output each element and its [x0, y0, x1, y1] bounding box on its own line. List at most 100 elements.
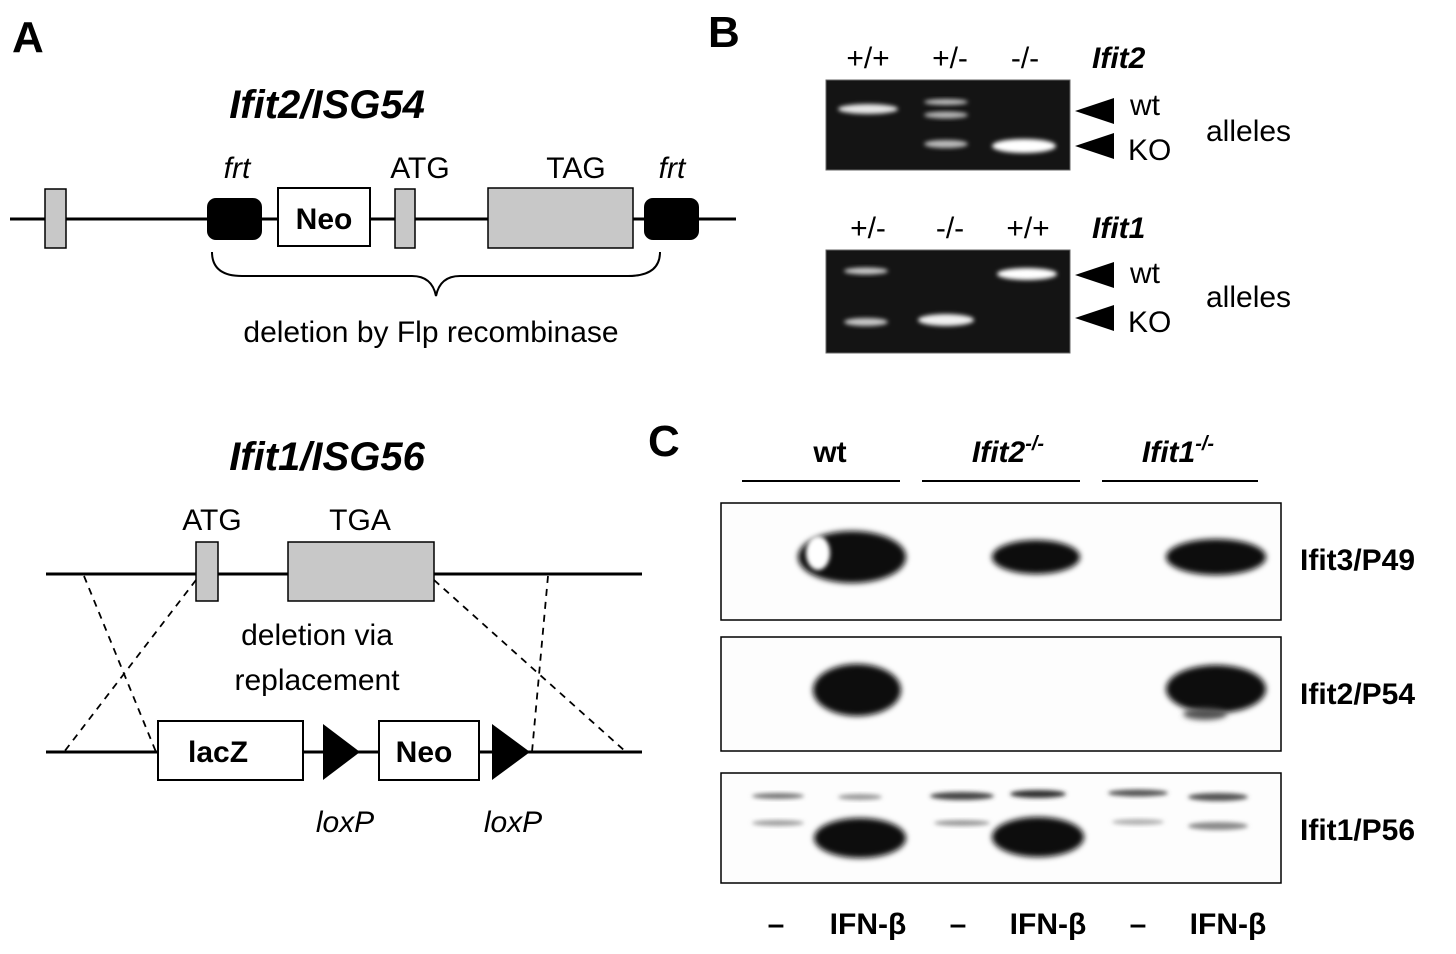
- ifit1-title: Ifit1/ISG56: [229, 435, 425, 479]
- ifit1-neo-label: Neo: [396, 736, 453, 769]
- blot-band: [1112, 819, 1164, 825]
- gel1-wt-arrow: [1075, 98, 1114, 124]
- treatment-labels: – IFN-β – IFN-β – IFN-β: [768, 908, 1267, 941]
- gel-band: [844, 318, 888, 326]
- blot-ifit2: Ifit2/P54: [720, 636, 1415, 752]
- ifit2-construct: Neo frt ATG TAG frt deletion by Flp reco…: [10, 152, 736, 349]
- treatment-label: –: [1130, 908, 1147, 941]
- gel1-lane-label: +/-: [932, 42, 968, 75]
- blot-band: [1166, 665, 1266, 713]
- blot-band: [1188, 793, 1248, 801]
- ifit1-atg-exon: [195, 541, 219, 602]
- blot-band: [934, 820, 990, 826]
- blot-band: [752, 793, 804, 799]
- frt-left-label: frt: [224, 152, 252, 185]
- gel1-lane-label: -/-: [1011, 42, 1039, 75]
- frt-right-box: [644, 198, 699, 240]
- gel-ifit2: +/+ +/- -/- Ifit2 wt KO alleles: [825, 42, 1291, 171]
- lacz-label: lacZ: [188, 736, 248, 769]
- panel-label-c: C: [648, 417, 680, 466]
- ifit2-atg-exon: [394, 188, 416, 249]
- gel-band: [838, 104, 898, 114]
- gel1-ko-label: KO: [1128, 134, 1171, 167]
- ifit2-neo-label: Neo: [296, 203, 353, 236]
- blot2-label: Ifit2/P54: [1300, 678, 1415, 711]
- blot-band: [1188, 822, 1248, 830]
- frt-right-label: frt: [659, 152, 687, 185]
- blot-band: [752, 820, 804, 826]
- gel-band: [992, 139, 1056, 153]
- gel2-gene-label: Ifit1: [1092, 212, 1145, 245]
- ifit2-exon1: [44, 188, 67, 249]
- ifit2-title: Ifit2/ISG54: [229, 83, 425, 127]
- blot-band: [814, 818, 906, 858]
- gel2-ko-label: KO: [1128, 306, 1171, 339]
- blot-band-highlight: [806, 536, 830, 570]
- blot-band: [992, 540, 1080, 574]
- gel2-image: [825, 249, 1071, 354]
- ifit1-deletion-line2: replacement: [234, 664, 400, 697]
- blot-band: [1108, 789, 1168, 797]
- crossover-lines: [63, 575, 627, 753]
- ifit1-neo-box: [378, 720, 480, 781]
- gel-band: [924, 99, 968, 105]
- ifit2-tag-label: TAG: [546, 152, 605, 185]
- gel-band: [997, 268, 1057, 280]
- blot1-label: Ifit3/P49: [1300, 544, 1415, 577]
- gel2-alleles-label: alleles: [1206, 281, 1291, 314]
- gel-band: [844, 267, 888, 275]
- blot-band: [1010, 790, 1066, 798]
- loxp-right-label: loxP: [484, 806, 542, 839]
- blot-ifit1: Ifit1/P56: [720, 772, 1415, 884]
- gel1-lane-label: +/+: [846, 42, 889, 75]
- ifit2-atg-label: ATG: [390, 152, 449, 185]
- gel1-image: [825, 79, 1071, 171]
- treatment-label: IFN-β: [830, 908, 907, 941]
- gel2-lane-label: +/+: [1006, 212, 1049, 245]
- gel2-lane-label: -/-: [936, 212, 964, 245]
- western-group-headers: wt Ifit2-/- Ifit1-/-: [742, 433, 1258, 482]
- group-label-ifit2-ko: Ifit2-/-: [972, 433, 1045, 469]
- ifit2-tag-exon: [487, 187, 634, 249]
- loxp-left-triangle: [323, 724, 360, 780]
- blot-band: [838, 794, 882, 800]
- frt-left-box: [207, 198, 262, 240]
- gel2-lane-label: +/-: [850, 212, 886, 245]
- gel1-wt-label: wt: [1129, 89, 1161, 122]
- gel2-wt-label: wt: [1129, 257, 1161, 290]
- deletion-brace: [211, 251, 661, 297]
- panel-label-b: B: [708, 8, 740, 57]
- group-label-ifit1-ko: Ifit1-/-: [1142, 433, 1215, 469]
- lacz-box: [157, 720, 304, 781]
- blot-ifit3: Ifit3/P49: [720, 502, 1415, 621]
- gel1-ko-arrow: [1075, 133, 1114, 159]
- ifit1-atg-label: ATG: [182, 504, 241, 537]
- gel2-ko-arrow: [1075, 305, 1114, 331]
- blot-band: [1183, 708, 1227, 720]
- ifit1-construct: ATG TGA deletion via replacement lacZ Ne…: [46, 504, 642, 839]
- ifit2-neo-box: [277, 187, 371, 247]
- gel-ifit1: +/- -/- +/+ Ifit1 wt KO alleles: [825, 212, 1291, 354]
- gel-band: [918, 314, 974, 326]
- gel-band: [924, 140, 968, 148]
- blot3-label: Ifit1/P56: [1300, 814, 1415, 847]
- blot-band: [1166, 539, 1266, 575]
- treatment-label: –: [768, 908, 785, 941]
- gel2-wt-arrow: [1075, 262, 1114, 288]
- ifit1-deletion-line1: deletion via: [241, 619, 393, 652]
- group-label-wt: wt: [812, 436, 846, 469]
- ifit1-tga-label: TGA: [329, 504, 391, 537]
- blot-band: [813, 664, 901, 716]
- treatment-label: IFN-β: [1010, 908, 1087, 941]
- gel-band: [924, 111, 968, 119]
- ifit2-deletion-label: deletion by Flp recombinase: [243, 316, 618, 349]
- panel-label-a: A: [12, 13, 44, 62]
- blot-band: [992, 817, 1084, 857]
- ifit1-tga-exon: [287, 541, 435, 602]
- gel1-gene-label: Ifit2: [1092, 42, 1146, 75]
- treatment-label: –: [950, 908, 967, 941]
- loxp-right-triangle: [492, 724, 530, 780]
- gel1-alleles-label: alleles: [1206, 115, 1291, 148]
- blot-band: [930, 792, 994, 800]
